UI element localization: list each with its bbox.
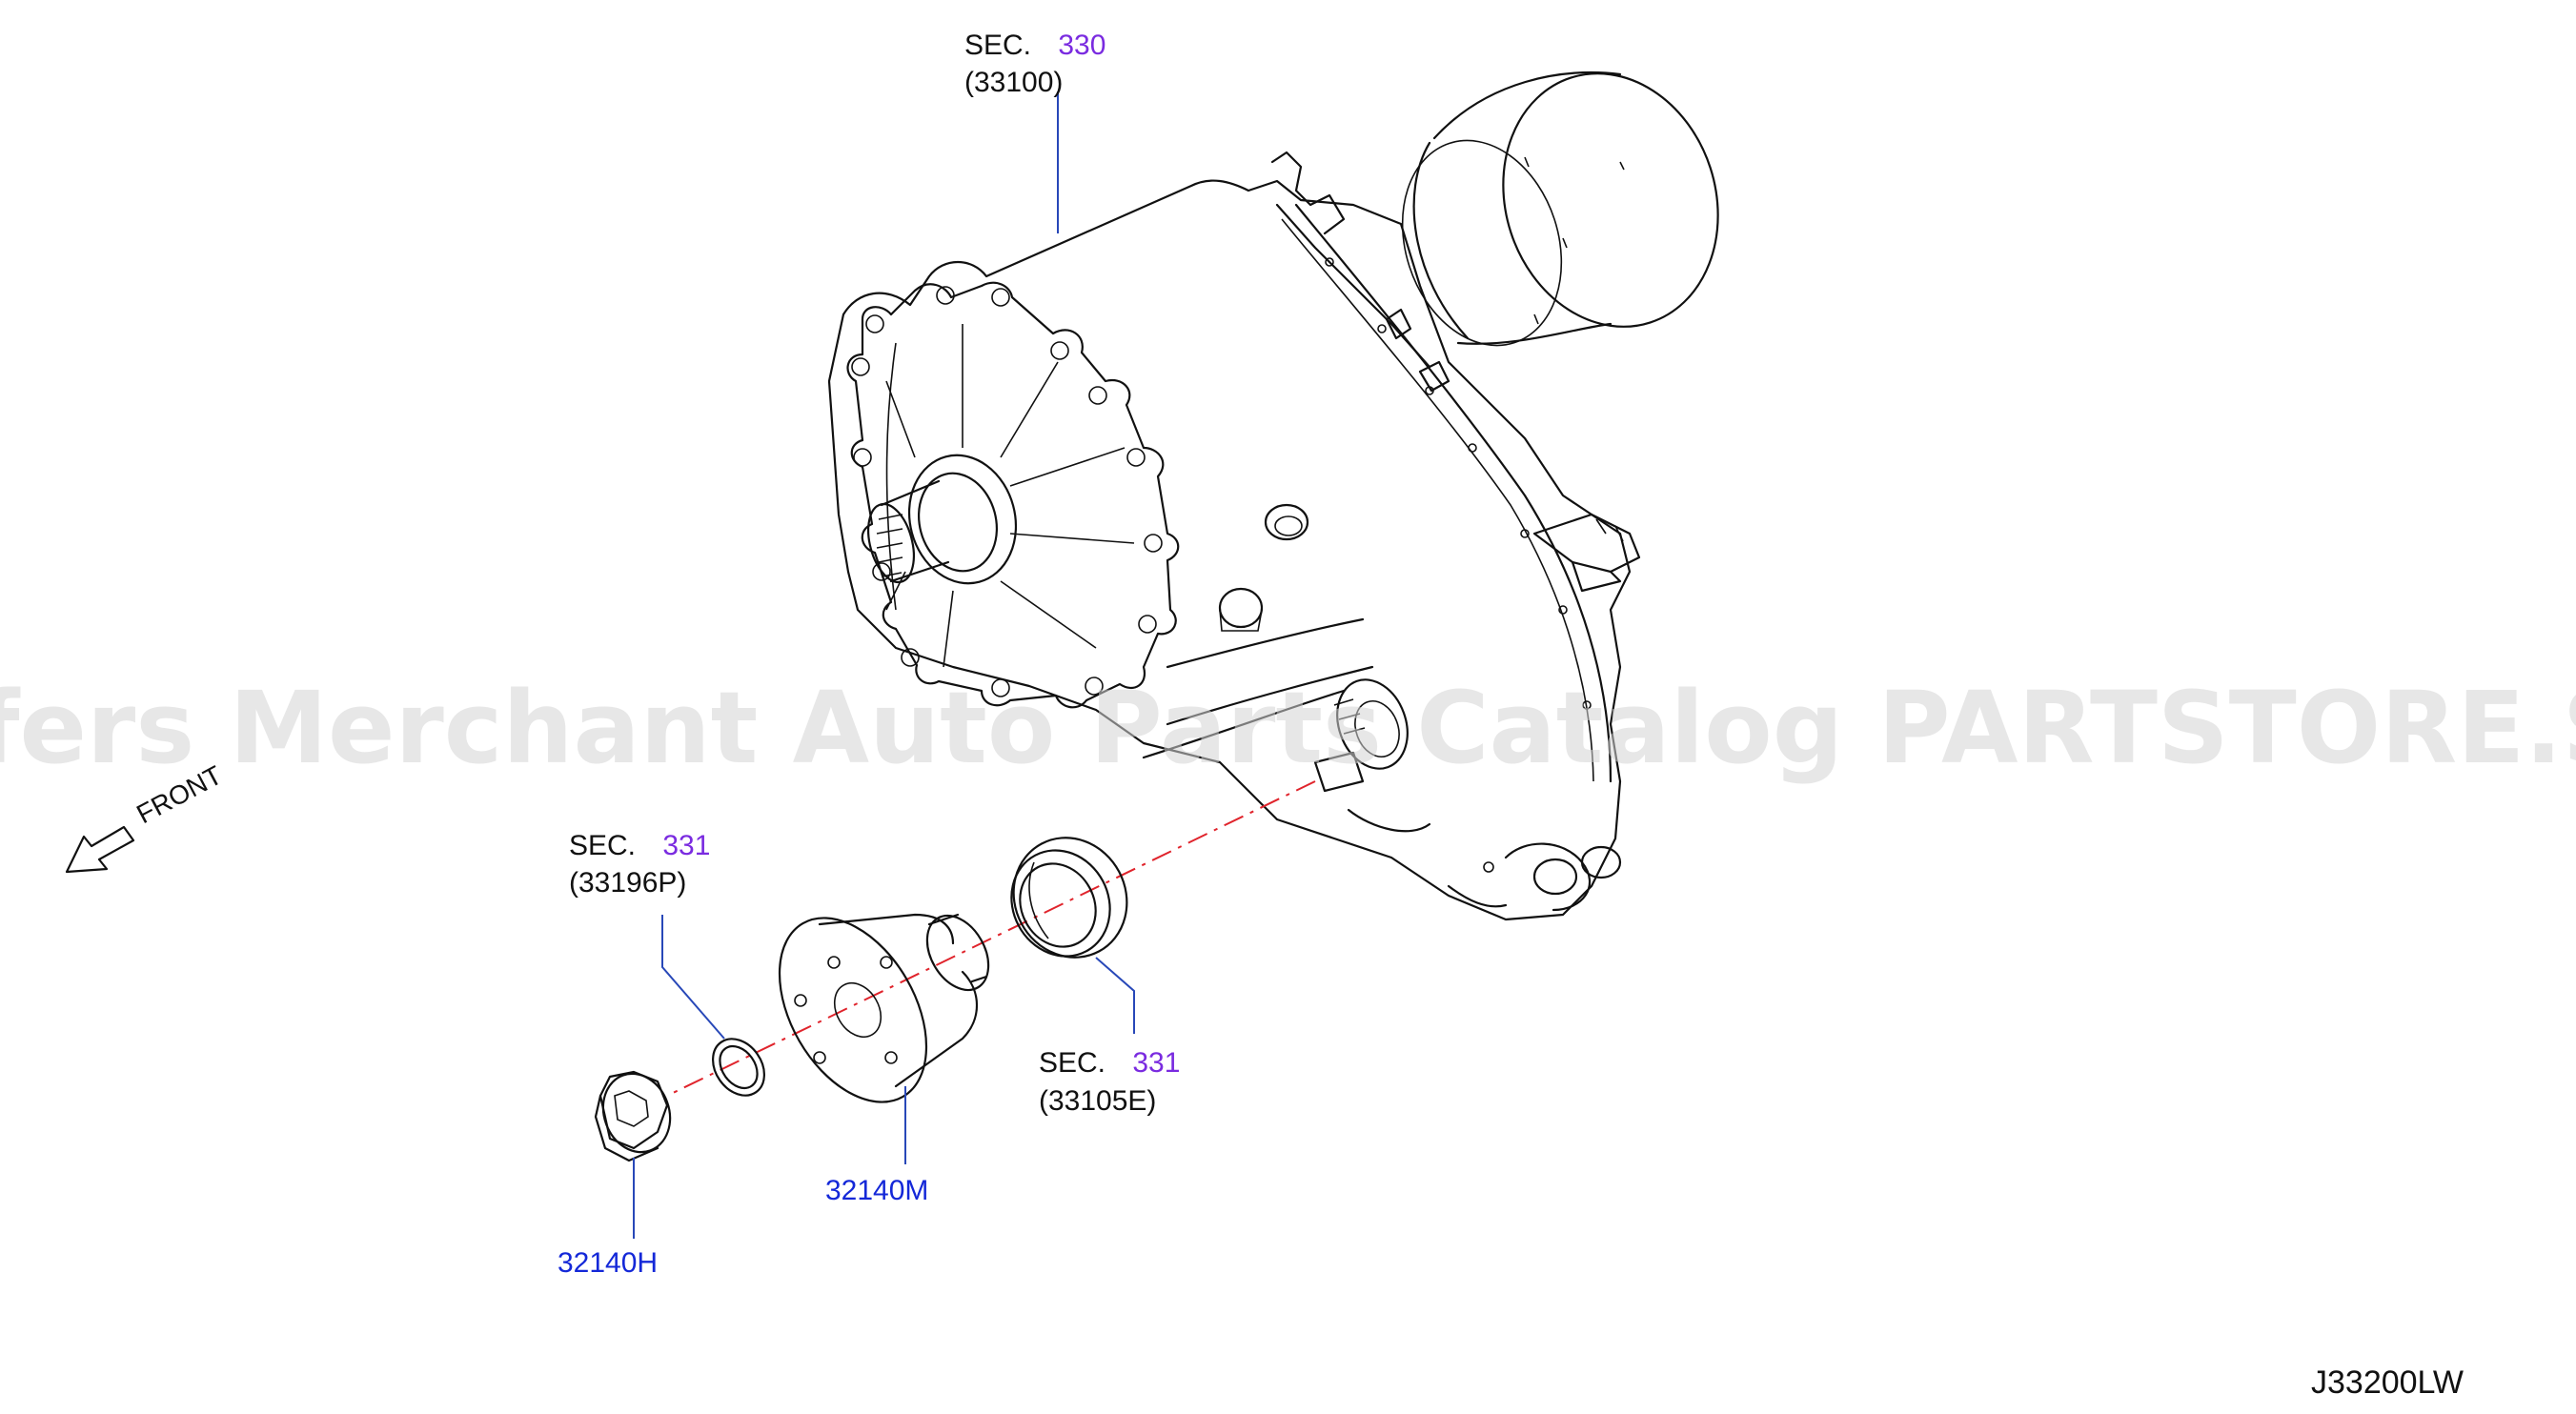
front-arrow-icon: [65, 825, 135, 874]
sec331-oil-seal-ref: (33105E): [1039, 1085, 1156, 1117]
part-number-nut[interactable]: 32140H: [558, 1247, 658, 1279]
sec330-prefix: SEC.: [964, 30, 1031, 61]
svg-text:SEC. 330: SEC. 330: [964, 30, 1105, 61]
svg-text:SEC. 331: SEC. 331: [569, 830, 710, 861]
svg-text:SEC. 331: SEC. 331: [1039, 1047, 1180, 1079]
companion-flange-drawing[interactable]: [749, 893, 1001, 1128]
sec331-oil-seal-number: 331: [1132, 1047, 1180, 1079]
seal-ring-drawing[interactable]: [702, 1029, 775, 1105]
sec330-ref: (33100): [964, 67, 1063, 98]
transfer-case-drawing[interactable]: [827, 46, 1750, 921]
leader-lines: [633, 91, 1135, 1239]
part-number-flange[interactable]: 32140M: [825, 1175, 928, 1206]
sec331-seal-ring-prefix: SEC.: [569, 830, 636, 861]
center-axis-line: [666, 780, 1316, 1097]
sec331-oil-seal-prefix: SEC.: [1039, 1047, 1105, 1079]
sec331-seal-ring-ref: (33196P): [569, 867, 686, 899]
watermark-text: Offers Merchant Auto Parts Catalog PARTS…: [0, 670, 2576, 786]
callout-sec331-oil-seal[interactable]: SEC. 331 (33105E): [1039, 1047, 1180, 1117]
sec330-number: 330: [1058, 30, 1105, 61]
callout-sec331-seal-ring[interactable]: SEC. 331 (33196P): [569, 830, 710, 899]
sec331-seal-ring-number: 331: [662, 830, 710, 861]
flange-nut-drawing[interactable]: [593, 1064, 681, 1162]
callout-sec330[interactable]: SEC. 330 (33100): [964, 30, 1105, 98]
oil-seal-drawing[interactable]: [993, 818, 1148, 977]
diagram-code: J33200LW: [2311, 1364, 2464, 1401]
